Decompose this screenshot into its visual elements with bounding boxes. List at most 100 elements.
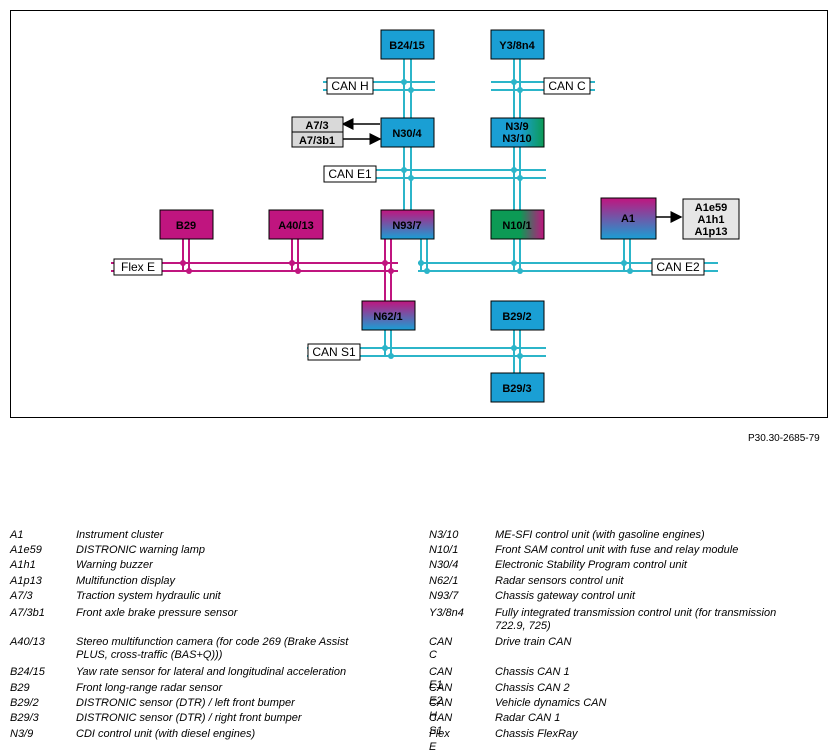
legend-code: Y3/8n4 bbox=[429, 607, 464, 619]
legend-code: CAN E2 bbox=[429, 682, 453, 707]
network-diagram-frame: CAN H CAN C CAN E1 CAN E2 CAN S1 Flex E … bbox=[10, 10, 828, 418]
junction-dots bbox=[180, 79, 633, 359]
legend-description: Drive train CAN bbox=[495, 636, 572, 648]
legend-description: Stereo multifunction camera (for code 26… bbox=[76, 636, 349, 661]
legend-code: B24/15 bbox=[10, 666, 45, 678]
legend-description: Chassis gateway control unit bbox=[495, 590, 636, 602]
junction-dot bbox=[180, 260, 186, 266]
legend-description: Front SAM control unit with fuse and rel… bbox=[495, 544, 739, 556]
junction-dot bbox=[511, 260, 517, 266]
can-e2-box bbox=[651, 258, 705, 276]
legend-code: A7/3 bbox=[10, 590, 33, 602]
legend-description: Instrument cluster bbox=[76, 529, 164, 541]
legend-code: B29/2 bbox=[10, 697, 39, 709]
legend-description: DISTRONIC sensor (DTR) / right front bum… bbox=[76, 712, 302, 724]
legend-code: A1p13 bbox=[10, 575, 42, 587]
figure-reference-code: P30.30-2685-79 bbox=[748, 433, 820, 444]
a1-label: A1 bbox=[621, 213, 635, 225]
a7-3b1-label: A7/3b1 bbox=[299, 135, 335, 147]
junction-dot bbox=[382, 345, 388, 351]
legend-code: N30/4 bbox=[429, 559, 459, 571]
junction-dot bbox=[418, 260, 424, 266]
junction-dot bbox=[186, 268, 192, 274]
legend-description: Radar sensors control unit bbox=[495, 575, 624, 587]
legend-description: Electronic Stability Program control uni… bbox=[495, 559, 687, 571]
legend-description: Yaw rate sensor for lateral and longitud… bbox=[76, 666, 347, 678]
y3-8n4-label: Y3/8n4 bbox=[499, 40, 535, 52]
junction-dot bbox=[289, 260, 295, 266]
legend-code: N93/7 bbox=[429, 590, 459, 602]
junction-dot bbox=[517, 175, 523, 181]
a1-outputs-box bbox=[682, 198, 740, 240]
network-diagram: CAN H CAN C CAN E1 CAN E2 CAN S1 Flex E … bbox=[111, 29, 740, 403]
junction-dot bbox=[517, 353, 523, 359]
junction-dot bbox=[517, 268, 523, 274]
legend-code: A7/3b1 bbox=[10, 607, 45, 619]
junction-dot bbox=[401, 79, 407, 85]
a7-3b1-box bbox=[291, 131, 344, 148]
junction-dot bbox=[424, 268, 430, 274]
n3-9-label: N3/9 bbox=[505, 121, 528, 133]
b29-box bbox=[159, 209, 214, 240]
junction-dot bbox=[408, 87, 414, 93]
a40-13-box bbox=[268, 209, 324, 240]
b29-2-label: B29/2 bbox=[502, 311, 531, 323]
b29-3-label: B29/3 bbox=[502, 383, 531, 395]
n10-1-box bbox=[490, 209, 545, 240]
n62-1-label: N62/1 bbox=[373, 311, 402, 323]
can-s1-box bbox=[307, 343, 361, 361]
legend-code: CAN S1 bbox=[429, 712, 453, 737]
legend-code: N62/1 bbox=[429, 575, 459, 587]
legend-description: Multifunction display bbox=[76, 575, 176, 587]
legend-description: Chassis CAN 1 bbox=[495, 666, 570, 678]
junction-dot bbox=[627, 268, 633, 274]
n62-1-box bbox=[361, 300, 416, 331]
a40-13-label: A40/13 bbox=[278, 220, 313, 232]
legend-description: Front long-range radar sensor bbox=[76, 682, 223, 694]
b29-2-box bbox=[490, 300, 545, 331]
legend-code: CAN C bbox=[429, 636, 453, 661]
a1e59-label: A1e59 bbox=[695, 202, 727, 214]
junction-dot bbox=[295, 268, 301, 274]
junction-dot bbox=[511, 167, 517, 173]
y3-8n4-box bbox=[490, 29, 545, 60]
junction-dot bbox=[382, 260, 388, 266]
can-e1-label: CAN E1 bbox=[328, 167, 372, 181]
legend-code: A40/13 bbox=[10, 636, 45, 648]
junction-dot bbox=[621, 260, 627, 266]
legend-description: ME-SFI control unit (with gasoline engin… bbox=[495, 529, 705, 541]
junction-dot bbox=[517, 87, 523, 93]
n30-4-box bbox=[380, 117, 435, 148]
can-e2-label: CAN E2 bbox=[656, 260, 700, 274]
legend-code: N3/9 bbox=[10, 728, 34, 740]
a1h1-label: A1h1 bbox=[698, 214, 725, 226]
legend-description: Vehicle dynamics CAN bbox=[495, 697, 607, 709]
legend-code: N10/1 bbox=[429, 544, 459, 556]
legend-code: N3/10 bbox=[429, 529, 459, 541]
legend-code: CAN H bbox=[429, 697, 453, 722]
can-c-box bbox=[543, 77, 591, 95]
legend-description: CDI control unit (with diesel engines) bbox=[76, 728, 256, 740]
can-c-label: CAN C bbox=[548, 79, 586, 93]
n93-7-box bbox=[380, 209, 435, 240]
junction-dot bbox=[388, 268, 394, 274]
can-h-box bbox=[326, 77, 374, 95]
can-h-label: CAN H bbox=[331, 79, 368, 93]
legend-description: Chassis FlexRay bbox=[495, 728, 578, 740]
legend-description: Front axle brake pressure sensor bbox=[76, 607, 238, 619]
can-e1-box bbox=[323, 165, 377, 183]
legend-code: A1h1 bbox=[10, 559, 36, 571]
n30-4-label: N30/4 bbox=[392, 128, 422, 140]
legend-description: Warning buzzer bbox=[76, 559, 153, 571]
junction-dot bbox=[511, 79, 517, 85]
b29-3-box bbox=[490, 372, 545, 403]
legend-description: Traction system hydraulic unit bbox=[76, 590, 221, 602]
junction-dot bbox=[388, 353, 394, 359]
b24-15-box bbox=[380, 29, 435, 60]
legend-description: Radar CAN 1 bbox=[495, 712, 561, 724]
legend-description: DISTRONIC warning lamp bbox=[76, 544, 205, 556]
n3-10-label: N3/10 bbox=[502, 133, 531, 145]
legend-code: CAN E1 bbox=[429, 666, 453, 691]
a1p13-label: A1p13 bbox=[694, 226, 727, 238]
b24-15-label: B24/15 bbox=[389, 40, 424, 52]
